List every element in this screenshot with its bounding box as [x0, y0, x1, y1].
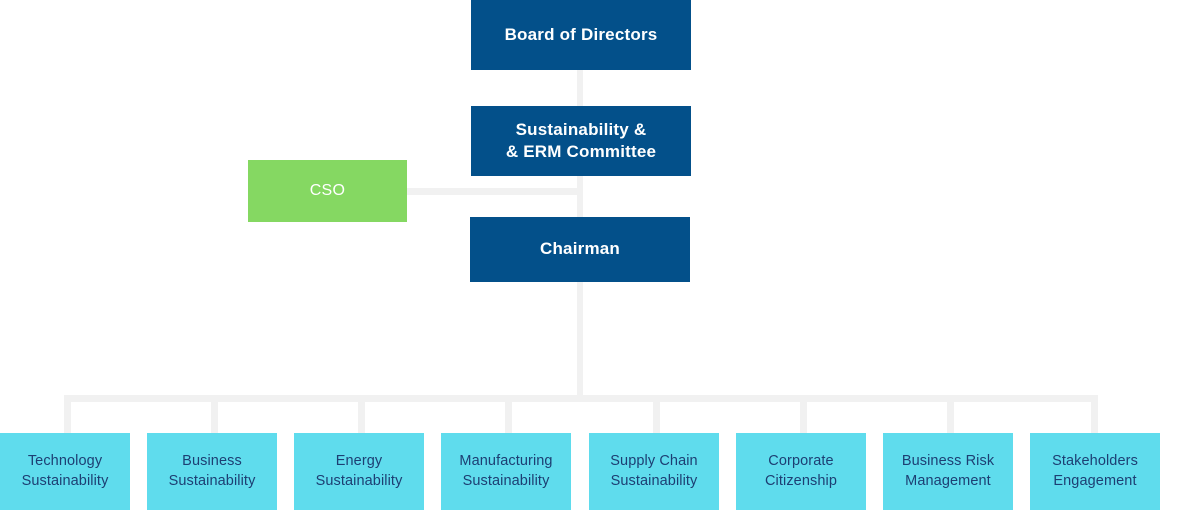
- node-unit-manufacturing-sustainability[interactable]: Manufacturing Sustainability: [441, 433, 571, 510]
- node-chairman[interactable]: Chairman: [470, 217, 690, 282]
- node-unit-label: Technology Sustainability: [21, 453, 109, 489]
- connector-horizontal-bus: [64, 395, 1098, 402]
- node-unit-label: Manufacturing Sustainability: [459, 453, 553, 489]
- connector-committee-to-chairman: [577, 176, 583, 218]
- node-unit-supply-chain-sustainability[interactable]: Supply Chain Sustainability: [589, 433, 719, 510]
- connector-chairman-to-bus: [577, 282, 583, 396]
- node-cso[interactable]: CSO: [248, 160, 407, 222]
- node-unit-label: Business Risk Management: [901, 453, 995, 489]
- connector-drop-4: [505, 395, 512, 433]
- connector-cso-to-spine: [407, 188, 583, 195]
- node-sustainability-erm-committee-label: Sustainability & & ERM Committee: [505, 119, 657, 161]
- node-unit-technology-sustainability[interactable]: Technology Sustainability: [0, 433, 130, 510]
- node-chairman-label: Chairman: [539, 239, 620, 259]
- node-unit-business-risk-management[interactable]: Business Risk Management: [883, 433, 1013, 510]
- node-unit-label: Supply Chain Sustainability: [610, 453, 698, 489]
- node-unit-label: Business Sustainability: [168, 453, 256, 489]
- node-sustainability-erm-committee[interactable]: Sustainability & & ERM Committee: [471, 106, 691, 176]
- connector-drop-5: [653, 395, 660, 433]
- connector-drop-3: [358, 395, 365, 433]
- node-unit-stakeholders-engagement[interactable]: Stakeholders Engagement: [1030, 433, 1160, 510]
- node-board-of-directors-label: Board of Directors: [504, 24, 658, 44]
- node-cso-label: CSO: [309, 182, 346, 200]
- node-unit-corporate-citizenship[interactable]: Corporate Citizenship: [736, 433, 866, 510]
- node-unit-label: Energy Sustainability: [315, 453, 403, 489]
- connector-drop-2: [211, 395, 218, 433]
- node-unit-energy-sustainability[interactable]: Energy Sustainability: [294, 433, 424, 510]
- connector-board-to-committee: [577, 70, 583, 106]
- node-unit-label: Stakeholders Engagement: [1052, 453, 1138, 489]
- connector-drop-6: [800, 395, 807, 433]
- connector-drop-8: [1091, 395, 1098, 433]
- connector-drop-7: [947, 395, 954, 433]
- node-unit-business-sustainability[interactable]: Business Sustainability: [147, 433, 277, 510]
- node-board-of-directors[interactable]: Board of Directors: [471, 0, 691, 70]
- node-unit-label: Corporate Citizenship: [764, 453, 838, 489]
- connector-drop-1: [64, 395, 71, 433]
